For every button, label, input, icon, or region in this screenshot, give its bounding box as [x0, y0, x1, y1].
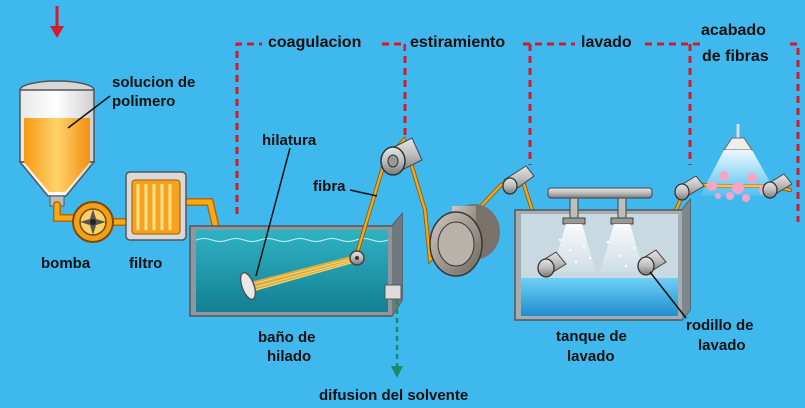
- label-hilatura: hilatura: [262, 132, 317, 149]
- roller-icon: [349, 250, 365, 266]
- fibra-pointer: [349, 189, 378, 197]
- wash-tank: [514, 197, 691, 321]
- spinneret-icon: [239, 255, 356, 301]
- label-filtro: filtro: [129, 255, 163, 272]
- spin-bath-tank: [189, 211, 403, 317]
- roller-icon: [674, 175, 705, 201]
- roller-icon: [762, 173, 793, 199]
- stage-lavado: lavado: [577, 34, 636, 52]
- stage-acabado-line1: acabado: [697, 22, 770, 40]
- spray-nozzle-icon: [700, 124, 778, 202]
- label-tanque-line2: lavado: [567, 348, 615, 365]
- label-bomba: bomba: [41, 255, 91, 272]
- stage-coagulacion: coagulacion: [264, 34, 366, 52]
- stage-dividers: [235, 42, 800, 222]
- label-solucion-line1: solucion de: [112, 74, 196, 91]
- rodillo-pointer: [649, 271, 687, 319]
- feed-arrow-icon: [50, 6, 64, 38]
- roller-icon: [637, 249, 667, 276]
- filter-icon: [125, 171, 187, 241]
- label-solucion-line2: polimero: [112, 93, 176, 110]
- label-rodillo-line1: rodillo de: [686, 317, 754, 334]
- roller-icon: [380, 137, 423, 176]
- drain-arrow-icon: [391, 300, 403, 378]
- label-tanque-line1: tanque de: [556, 328, 627, 345]
- label-rodillo-line2: lavado: [698, 337, 746, 354]
- label-bano-line2: hilado: [267, 348, 312, 365]
- stretch-drum: [429, 204, 500, 277]
- stage-acabado-line2: de fibras: [698, 48, 773, 66]
- polymer-tank: [18, 80, 96, 207]
- roller-icon: [502, 165, 535, 195]
- stage-estiramiento: estiramiento: [406, 34, 510, 52]
- pump-icon: [72, 201, 114, 243]
- hilatura-pointer: [255, 147, 291, 277]
- label-difusion: difusion del solvente: [319, 387, 469, 404]
- label-bano-line1: baño de: [258, 329, 316, 346]
- label-fibra: fibra: [313, 178, 346, 195]
- roller-icon: [537, 251, 567, 278]
- solucion-pointer: [67, 95, 111, 129]
